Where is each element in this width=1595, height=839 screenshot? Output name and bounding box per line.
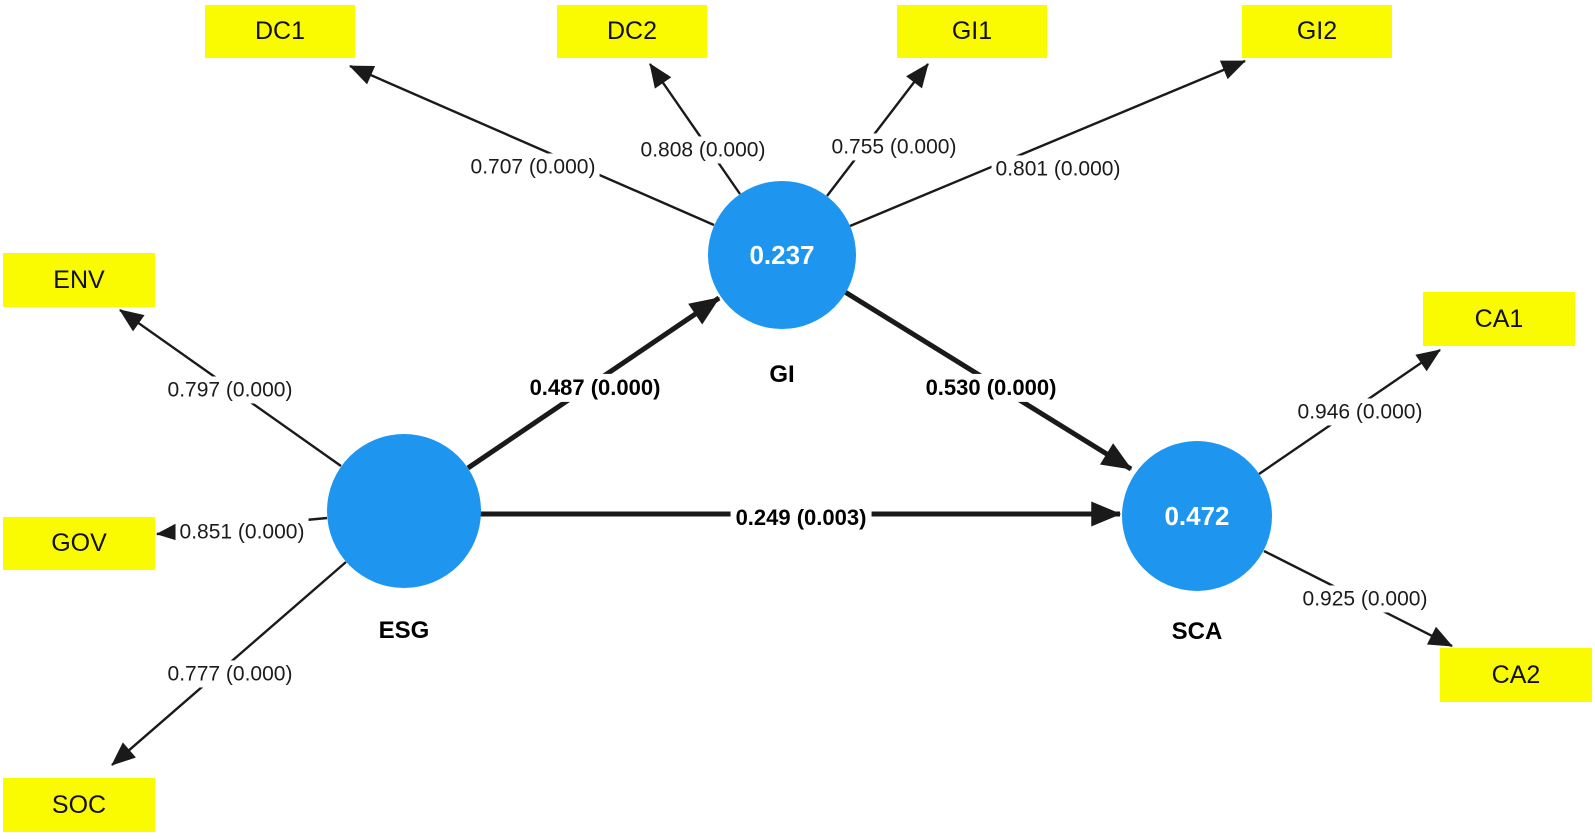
loading-arrow-gi-dc2[interactable]: [649, 63, 741, 195]
construct-sca-label: SCA: [1171, 618, 1223, 645]
construct-esg-label: ESG: [378, 617, 430, 644]
indicator-gov-label: GOV: [51, 529, 107, 557]
indicator-gov[interactable]: GOV: [3, 517, 155, 570]
indicator-ca2[interactable]: CA2: [1440, 648, 1592, 702]
construct-sca[interactable]: 0.472: [1122, 441, 1272, 591]
indicator-ca1-label: CA1: [1474, 304, 1524, 333]
loading-label-gov: 0.851 (0.000): [175, 518, 309, 546]
indicator-gi2[interactable]: GI2: [1242, 5, 1392, 58]
loading-label-dc2: 0.808 (0.000): [636, 136, 770, 164]
loading-label-gi1: 0.755 (0.000): [827, 133, 961, 161]
construct-gi-label: GI: [769, 361, 795, 388]
indicator-dc1-label: DC1: [254, 17, 305, 45]
indicator-ca1[interactable]: CA1: [1423, 292, 1575, 346]
construct-esg[interactable]: [327, 434, 481, 588]
loading-arrow-gi-gi2[interactable]: [849, 59, 1246, 228]
indicator-env[interactable]: ENV: [3, 253, 155, 307]
path-label-esg-gi: 0.487 (0.000): [524, 373, 666, 403]
construct-sca-r2-value: 0.472: [1164, 501, 1230, 531]
construct-gi-r2-value: 0.237: [749, 240, 815, 270]
indicator-soc[interactable]: SOC: [3, 778, 155, 832]
indicator-gi1-label: GI1: [951, 17, 993, 45]
loading-arrow-gi-gi1[interactable]: [826, 63, 929, 197]
path-label-esg-sca: 0.249 (0.003): [730, 503, 872, 533]
indicator-dc1[interactable]: DC1: [205, 5, 355, 58]
loading-label-env: 0.797 (0.000): [163, 376, 297, 404]
indicator-ca2-label: CA2: [1491, 660, 1541, 689]
indicator-gi1[interactable]: GI1: [897, 5, 1047, 58]
construct-gi[interactable]: 0.237: [708, 181, 856, 329]
indicator-gi2-label: GI2: [1296, 17, 1338, 45]
path-label-gi-sca: 0.530 (0.000): [920, 373, 1062, 403]
loading-label-ca1: 0.946 (0.000): [1293, 398, 1427, 426]
loading-label-soc: 0.777 (0.000): [163, 660, 297, 688]
loading-label-ca2: 0.925 (0.000): [1298, 585, 1432, 613]
loading-label-dc1: 0.707 (0.000): [466, 153, 600, 181]
indicator-dc2[interactable]: DC2: [557, 5, 707, 58]
indicator-env-label: ENV: [53, 265, 105, 294]
indicator-dc2-label: DC2: [606, 17, 657, 45]
loading-label-gi2: 0.801 (0.000): [991, 155, 1125, 183]
loading-arrow-gi-dc1[interactable]: [349, 64, 715, 227]
indicator-soc-label: SOC: [51, 790, 107, 819]
